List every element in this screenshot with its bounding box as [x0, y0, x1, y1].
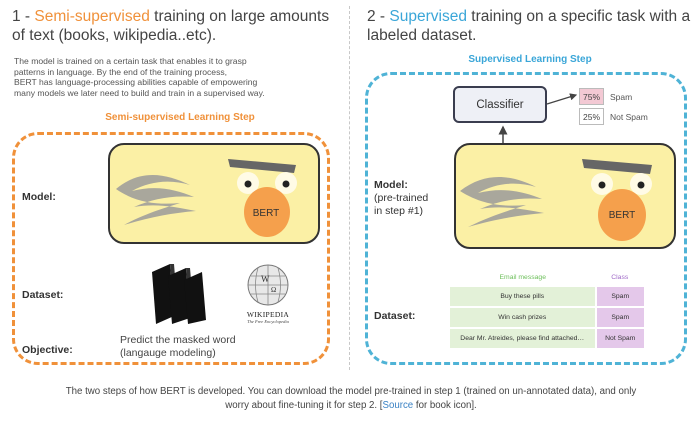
- bert-pretrained-card: BERT: [454, 143, 676, 249]
- right-heading: 2 - Supervised training on a specific ta…: [367, 7, 697, 45]
- wikipedia-tagline: The Free Encyclopedia: [247, 319, 289, 324]
- desc-line: many models we later need to build and t…: [14, 87, 265, 98]
- bert-model-card: BERT: [108, 143, 320, 244]
- spam-label: Spam: [610, 92, 633, 102]
- bert-character-icon: [460, 159, 652, 241]
- svg-text:W: W: [261, 274, 270, 284]
- left-heading: 1 - Semi-supervised training on large am…: [12, 7, 342, 45]
- bert-label: BERT: [252, 208, 280, 219]
- supervised-box: [365, 72, 687, 365]
- caption-text: for book icon].: [413, 400, 477, 411]
- objective-line: (langauge modeling): [120, 347, 216, 359]
- email-cell: Dear Mr. Atreides, please find attached…: [450, 328, 596, 348]
- class-cell: Spam: [594, 307, 644, 329]
- right-heading-line2: labeled dataset.: [367, 27, 477, 44]
- not-spam-label: Not Spam: [610, 112, 648, 122]
- left-heading-num: 1 -: [12, 8, 35, 25]
- email-cell: Buy these pills: [450, 287, 596, 308]
- table-header-row: Email message Class: [450, 268, 644, 287]
- caption-line: The two steps of how BERT is developed. …: [65, 386, 637, 397]
- objective-line: Predict the masked word: [120, 334, 236, 346]
- books-icon: [152, 264, 206, 324]
- model-label-line: Model:: [374, 179, 408, 191]
- left-heading-highlight: Semi-supervised: [34, 8, 150, 25]
- model-label-line: (pre-trained: [374, 192, 429, 204]
- bert-character-icon: [116, 159, 297, 237]
- desc-line: BERT has language-processing abilities c…: [14, 77, 258, 88]
- column-divider: [349, 6, 350, 370]
- table-row: Dear Mr. Atreides, please find attached……: [450, 328, 644, 348]
- email-cell: Win cash prizes: [450, 307, 596, 329]
- supervised-step-title: Supervised Learning Step: [468, 54, 592, 65]
- column-header-email: Email message: [499, 274, 546, 281]
- wikipedia-wordmark: Wikipedia: [246, 310, 290, 319]
- figure-caption: The two steps of how BERT is developed. …: [6, 385, 696, 413]
- right-heading-highlight: Supervised: [389, 8, 467, 25]
- table-row: Win cash prizes Spam: [450, 307, 644, 329]
- caption-line: worry about fine-tuning it for step 2. […: [6, 399, 696, 413]
- bert-label: BERT: [608, 210, 636, 221]
- left-description: The model is trained on a certain task t…: [14, 56, 344, 98]
- caption-text: worry about fine-tuning it for step 2. [: [225, 400, 383, 411]
- spam-probability-cell: 75%: [579, 88, 604, 105]
- left-heading-rest: training on large amounts: [149, 8, 330, 25]
- table-row: Buy these pills Spam: [450, 287, 644, 308]
- spam-probability: 75%: [582, 91, 600, 102]
- not-spam-probability-cell: 25%: [579, 108, 604, 125]
- right-heading-rest: training on a specific task with a: [466, 8, 691, 25]
- right-heading-num: 2 -: [367, 8, 390, 25]
- semi-supervised-box: [12, 132, 330, 365]
- classifier-box: Classifier: [453, 86, 547, 123]
- source-link[interactable]: Source: [382, 400, 414, 411]
- column-header-class: Class: [611, 274, 629, 281]
- class-cell: Spam: [594, 287, 644, 308]
- spam-dataset-table: Email message Class Buy these pills Spam…: [450, 268, 644, 348]
- pretrained-model-label: Model: (pre-trained in step #1): [374, 179, 428, 218]
- model-label-line: in step #1): [374, 205, 424, 217]
- classifier-arrows: [498, 93, 578, 145]
- svg-text:Ω: Ω: [271, 286, 276, 294]
- not-spam-probability: 25%: [582, 111, 600, 122]
- class-cell: Not Spam: [594, 328, 644, 348]
- semi-supervised-step-title: Semi-supervised Learning Step: [105, 112, 255, 123]
- objective-label: Objective:: [22, 344, 73, 356]
- dataset-label: Dataset:: [374, 310, 416, 322]
- objective-text: Predict the masked word (langauge modeli…: [120, 334, 236, 360]
- wikipedia-globe-icon: W Ω: [247, 264, 289, 306]
- dataset-label: Dataset:: [22, 289, 64, 301]
- model-label: Model:: [22, 191, 56, 203]
- desc-line: patterns in language. By the end of the …: [14, 66, 228, 77]
- left-heading-line2: of text (books, wikipedia..etc).: [12, 27, 217, 44]
- desc-line: The model is trained on a certain task t…: [14, 56, 247, 66]
